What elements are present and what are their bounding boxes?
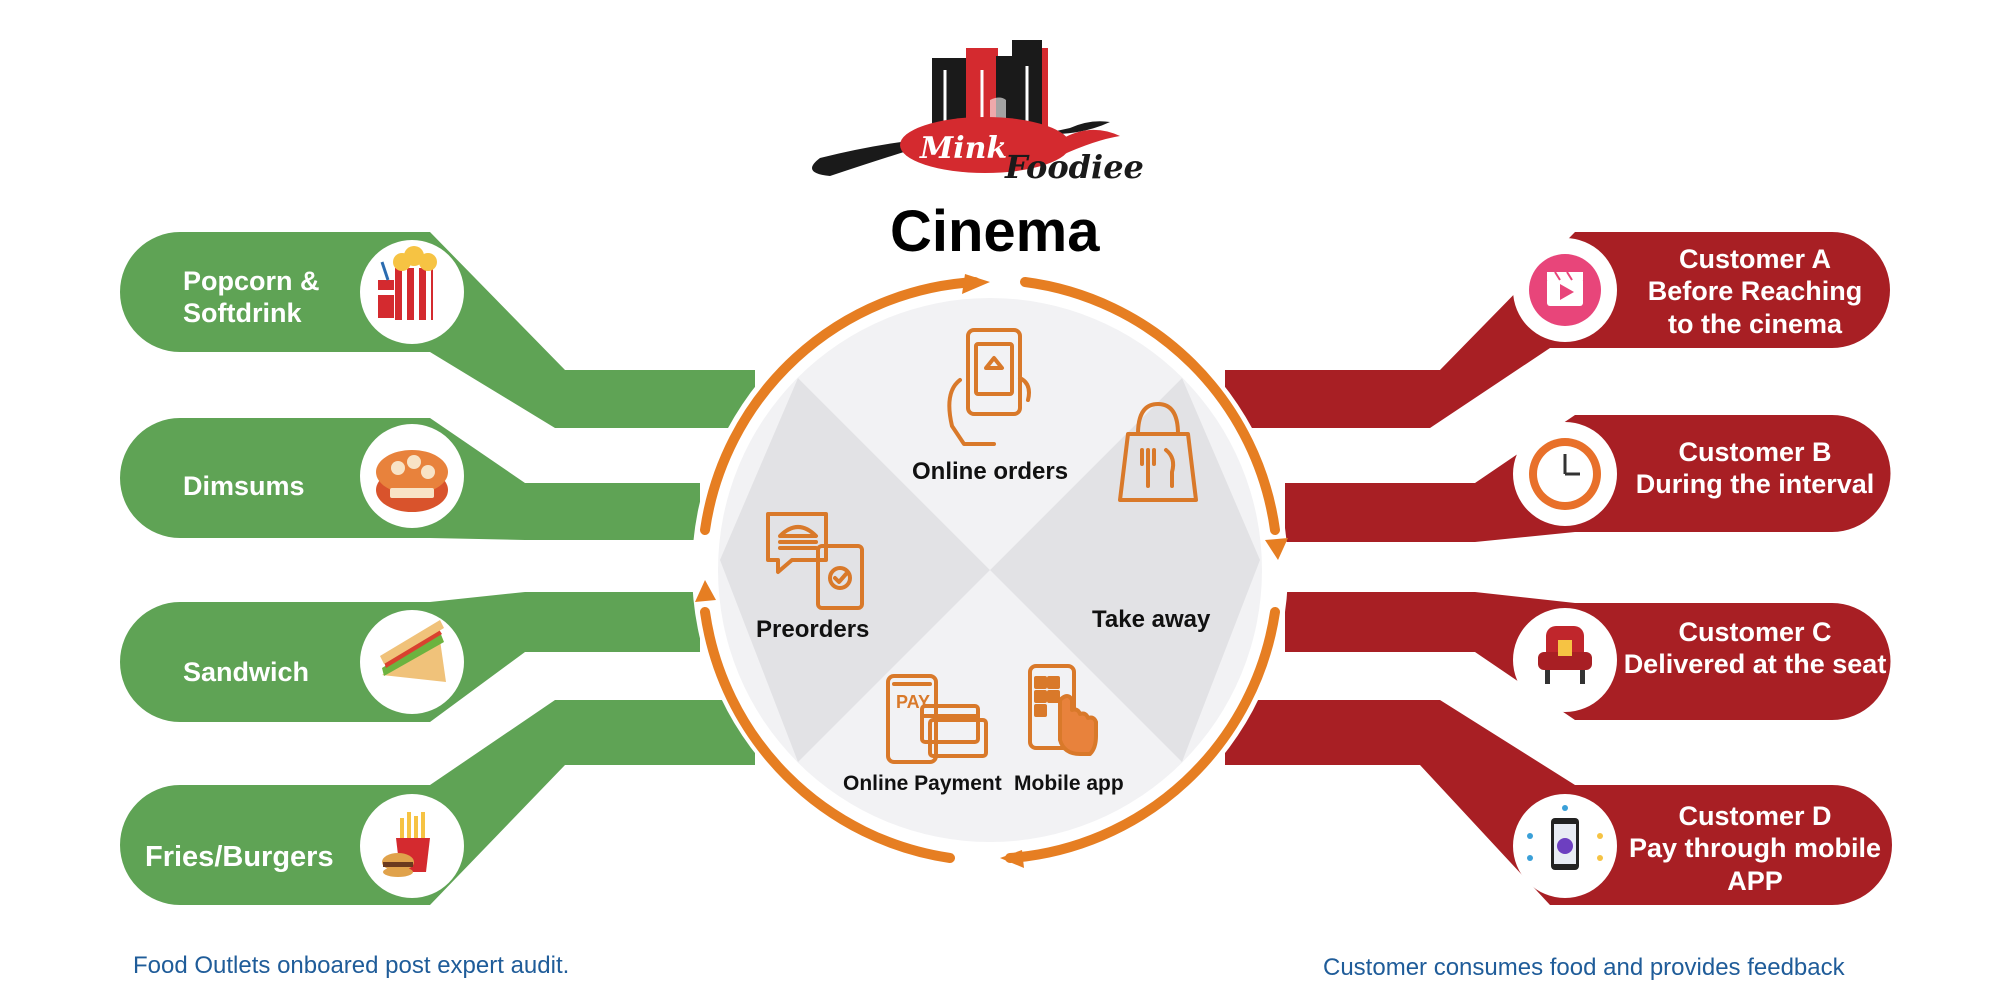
customer-label-c: Customer C Delivered at the seat xyxy=(1623,617,1887,680)
pay-glyph-icon: PAY xyxy=(896,692,930,712)
cinema-seat-icon xyxy=(1513,608,1617,712)
center-icons: PAY xyxy=(766,328,1198,764)
fries-burger-icon xyxy=(360,794,464,898)
customer-label-a: Customer A Before Reaching to the cinema xyxy=(1647,244,1863,339)
cycle-ring xyxy=(700,277,1280,863)
footer-left-text: Food Outlets onboared post expert audit. xyxy=(133,952,570,979)
center-label-online-orders: Online orders xyxy=(912,458,1069,485)
mink-foodiee-logo: Mink Foodiee xyxy=(812,40,1144,186)
cycle-arrowheads xyxy=(695,274,1288,868)
customer-label-d: Customer D Pay through mobile APP xyxy=(1628,801,1882,896)
customer-label-b: Customer B During the interval xyxy=(1635,437,1875,500)
customer-icon-circles xyxy=(1513,238,1617,898)
logo-brand-right: Foodiee xyxy=(1004,148,1144,186)
center-label-online-payment: Online Payment xyxy=(843,772,1002,795)
food-label-popcorn: Popcorn & Softdrink xyxy=(183,266,320,329)
mobile-pay-icon xyxy=(1513,794,1617,898)
video-icon xyxy=(1513,238,1617,342)
food-label-dimsums: Dimsums xyxy=(183,471,305,501)
food-label-sandwich: Sandwich xyxy=(183,657,310,687)
page-title: Cinema xyxy=(890,199,1100,264)
clock-icon xyxy=(1513,422,1617,526)
sandwich-icon xyxy=(360,610,464,714)
dimsum-icon xyxy=(360,424,464,528)
preorders-icon xyxy=(766,512,864,610)
logo-brand-left: Mink xyxy=(919,131,1007,166)
online-payment-icon xyxy=(886,674,988,764)
center-label-preorders: Preorders xyxy=(756,616,870,643)
food-icon-circles xyxy=(360,240,464,898)
footer-right-text: Customer consumes food and provides feed… xyxy=(1323,954,1845,981)
online-orders-icon xyxy=(947,328,1031,446)
mobile-app-icon xyxy=(1028,664,1098,756)
takeaway-bag-icon xyxy=(1118,402,1198,502)
popcorn-icon xyxy=(360,240,464,344)
center-label-take-away: Take away xyxy=(1092,606,1211,633)
center-label-mobile-app: Mobile app xyxy=(1014,772,1124,795)
food-label-fries: Fries/Burgers xyxy=(145,841,334,873)
